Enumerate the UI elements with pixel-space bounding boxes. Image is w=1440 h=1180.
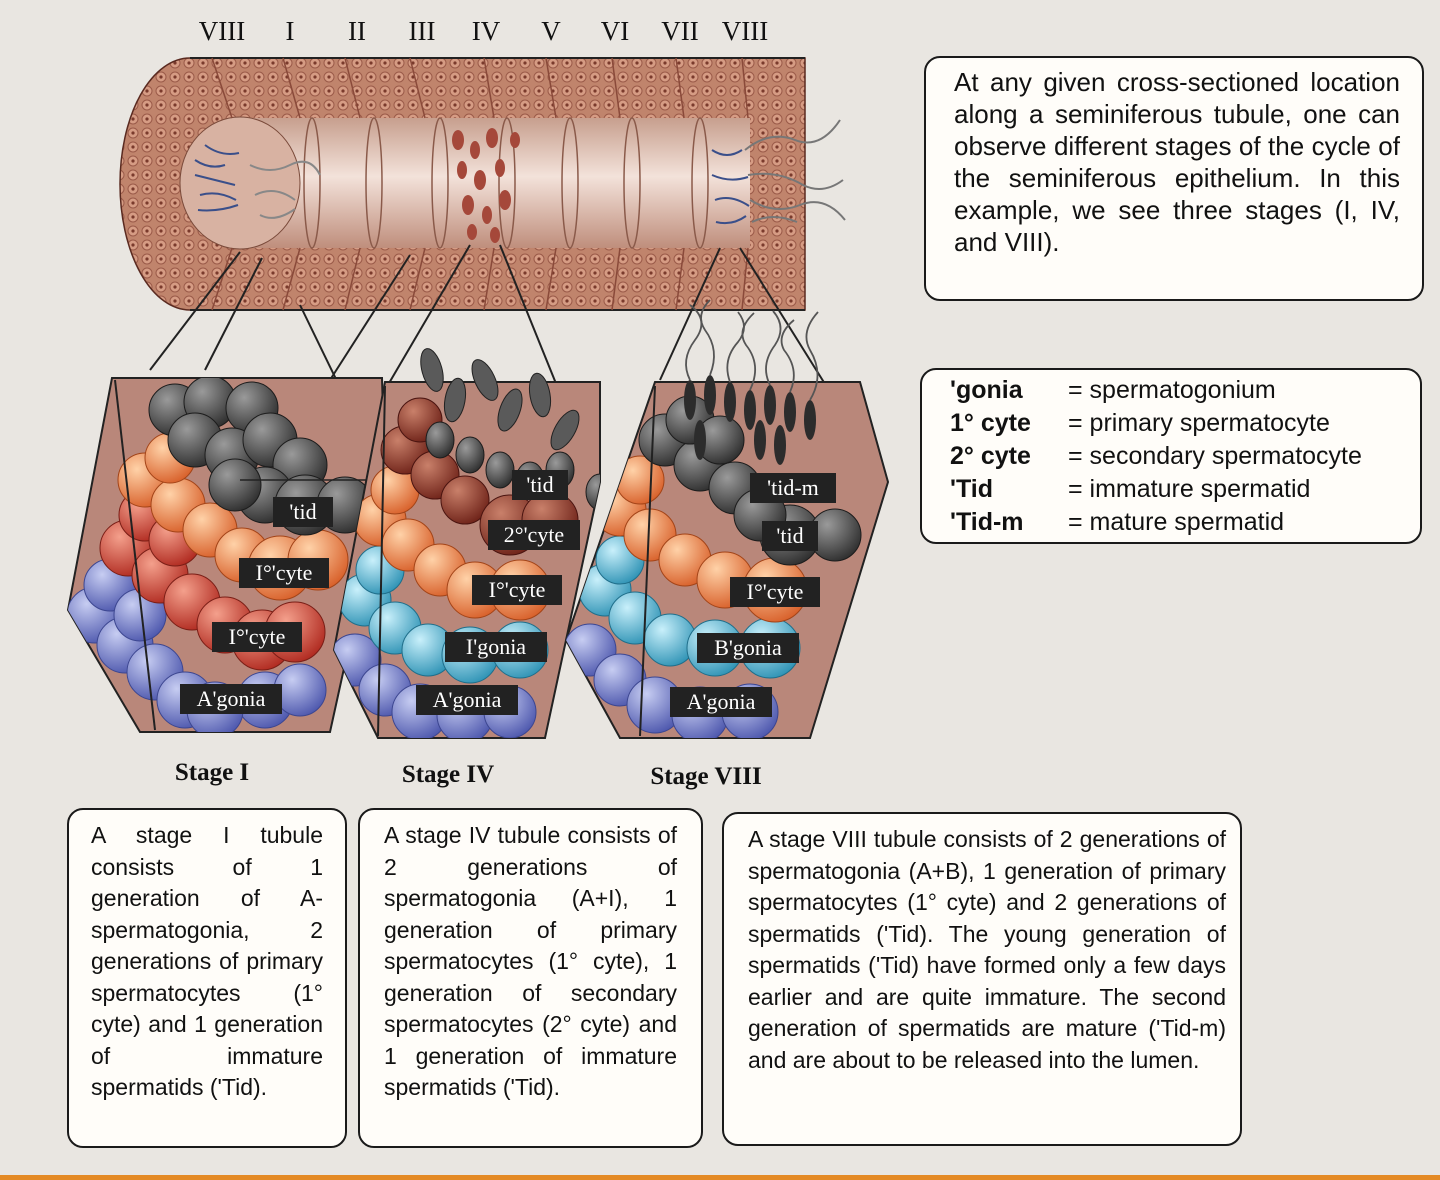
caption-text: A stage VIII tubule consists of 2 genera…	[748, 826, 1226, 1073]
intro-text: At any given cross-sectioned location al…	[954, 67, 1400, 257]
cell-label-stage-IV: A'gonia	[433, 687, 502, 712]
cell-label-stage-VIII: 'tid-m	[767, 475, 819, 500]
legend-term: 'Tid	[950, 475, 993, 503]
caption-text: A stage I tubule consists of 1 generatio…	[91, 822, 323, 1100]
lumen-sperm-tails-left	[194, 144, 321, 219]
cell-label-stage-VIII: I°'cyte	[747, 579, 804, 604]
seminiferous-tubule	[119, 57, 846, 311]
stage-segment-boundaries	[303, 117, 709, 249]
legend-row: 2° cyte = secondary spermatocyte	[950, 440, 1362, 473]
stage-numeral: I	[286, 16, 295, 46]
stage-numeral: II	[348, 16, 366, 46]
legend-row: 'Tid = immature spermatid	[950, 473, 1362, 506]
cell-label-stage-IV: 2°'cyte	[504, 522, 564, 547]
legend-table: 'gonia = spermatogonium 1° cyte = primary …	[950, 374, 1362, 539]
legend-definition: = primary spermatocyte	[1068, 409, 1330, 437]
stage-numeral: VI	[601, 16, 630, 46]
stage-numeral: IV	[472, 16, 501, 46]
cell-label-stage-I: I°'cyte	[256, 560, 313, 585]
lumen-sperm-tails-right	[711, 119, 846, 225]
intro-callout: At any given cross-sectioned location al…	[924, 56, 1424, 301]
legend-row: 'gonia = spermatogonium	[950, 374, 1362, 407]
cell-label-stage-VIII: 'tid	[776, 523, 803, 548]
cell-labels: 'tid I°'cyte I°'cyte A'gonia 'tid 2°'cyt…	[180, 470, 836, 717]
cell-label-stage-IV: 'tid	[526, 472, 553, 497]
lumen-spermatid-cluster	[452, 128, 520, 243]
cell-label-stage-IV: I'gonia	[466, 634, 526, 659]
stage-numeral: VIII	[722, 16, 768, 46]
legend-term: 'gonia	[950, 376, 1023, 404]
legend-definition: = mature spermatid	[1068, 508, 1285, 536]
cell-label-stage-I: I°'cyte	[229, 624, 286, 649]
mature-spermatids	[684, 375, 816, 465]
stage-VIII-block	[564, 299, 890, 739]
stage-IV-caption: A stage IV tubule consists of 2 generati…	[358, 808, 703, 1148]
legend-definition: = immature spermatid	[1068, 475, 1311, 503]
cell-label-stage-I: 'tid	[289, 499, 316, 524]
caption-text: A stage IV tubule consists of 2 generati…	[384, 822, 677, 1100]
stage-title: Stage VIII	[650, 763, 761, 790]
stage-I-caption: A stage I tubule consists of 1 generatio…	[67, 808, 347, 1148]
cell-label-stage-VIII: B'gonia	[714, 635, 782, 660]
stage-numerals: VIII I II III IV V VI VII VIII	[199, 16, 768, 46]
stage-numeral: V	[541, 16, 561, 46]
stage-numeral: VII	[661, 16, 698, 46]
stage-numeral: III	[409, 16, 436, 46]
cell-label-stage-VIII: A'gonia	[687, 689, 756, 714]
legend-term: 1° cyte	[950, 409, 1031, 437]
legend-row: 1° cyte = primary spermatocyte	[950, 407, 1362, 440]
cell-label-stage-IV: I°'cyte	[489, 577, 546, 602]
abbreviation-legend: 'gonia = spermatogonium 1° cyte = primary …	[920, 368, 1422, 544]
stage-numeral: VIII	[199, 16, 245, 46]
legend-term: 2° cyte	[950, 442, 1031, 470]
legend-row: 'Tid-m = mature spermatid	[950, 506, 1362, 539]
stage-title: Stage I	[175, 759, 249, 786]
stage-title: Stage IV	[402, 761, 494, 788]
sperm-tails	[685, 299, 819, 401]
stage-VIII-caption: A stage VIII tubule consists of 2 genera…	[722, 812, 1242, 1146]
legend-term: 'Tid-m	[950, 508, 1024, 536]
spermatid-tails	[420, 348, 580, 451]
legend-definition: = spermatogonium	[1068, 376, 1276, 404]
spermatids	[638, 395, 862, 566]
cell-label-stage-I: A'gonia	[197, 686, 266, 711]
bottom-accent-rule	[0, 1175, 1440, 1180]
stage-I-block	[66, 377, 387, 733]
legend-definition: = secondary spermatocyte	[1068, 442, 1362, 470]
